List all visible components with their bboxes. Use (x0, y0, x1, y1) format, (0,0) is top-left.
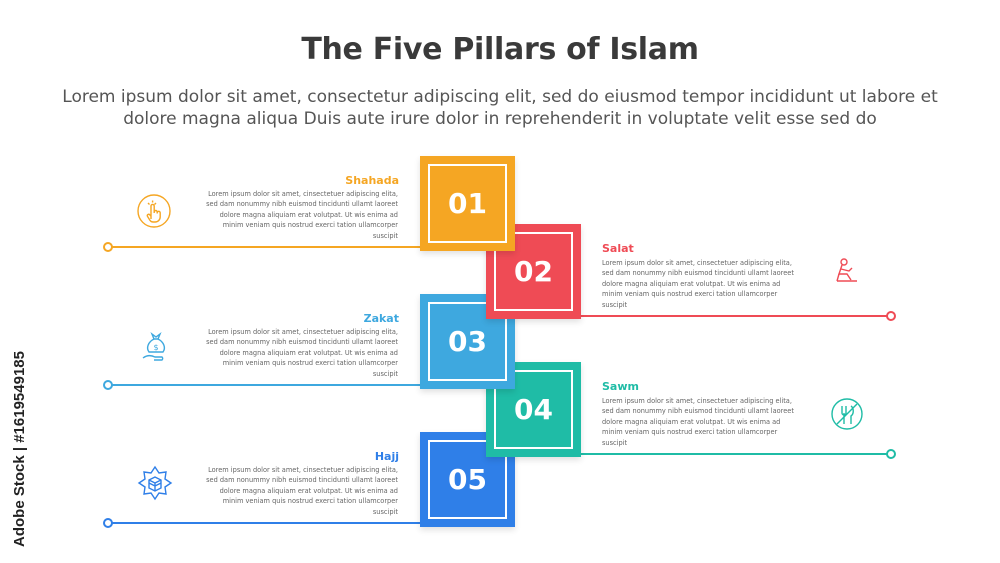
pillar-label-04: Sawm (602, 380, 639, 393)
connector-line-03 (108, 384, 421, 386)
connector-line-05 (108, 522, 421, 524)
pillar-label-02: Salat (602, 242, 634, 255)
pillar-description-04: Lorem ipsum dolor sit amet, cinsectetuer… (602, 397, 794, 447)
pillar-label-01: Shahada (345, 174, 399, 187)
stock-watermark: Adobe Stock | #1619549185 (8, 322, 30, 547)
watermark-text: Adobe Stock | #1619549185 (11, 351, 28, 547)
page-title: The Five Pillars of Islam (301, 32, 699, 67)
pillar-number-01: 01 (448, 187, 487, 220)
page-subtitle: Lorem ipsum dolor sit amet, consectetur … (62, 87, 938, 129)
svg-text:$: $ (153, 343, 158, 352)
connector-line-04 (580, 453, 891, 455)
connector-dot-05 (103, 518, 113, 528)
pillar-box-05: 05 (420, 432, 515, 527)
pillar-box-01: 01 (420, 156, 515, 251)
connector-dot-04 (886, 449, 896, 459)
pillar-box-frame (428, 440, 507, 519)
pillar-description-02: Lorem ipsum dolor sit amet, cinsectetuer… (602, 259, 794, 309)
pillar-number-04: 04 (514, 393, 553, 426)
pillar-box-frame (494, 370, 573, 449)
kaaba-star-icon (137, 465, 173, 501)
pillar-number-05: 05 (448, 463, 487, 496)
connector-dot-02 (886, 311, 896, 321)
pillar-description-05: Lorem ipsum dolor sit amet, cinsectetuer… (206, 466, 398, 516)
no-eating-icon (829, 396, 865, 432)
pillar-label-03: Zakat (363, 312, 399, 325)
pillar-description-03: Lorem ipsum dolor sit amet, cinsectetuer… (206, 328, 398, 378)
pointing-hand-icon (136, 193, 172, 229)
pillar-description-01: Lorem ipsum dolor sit amet, cinsectetuer… (206, 190, 398, 240)
connector-line-02 (580, 315, 891, 317)
charity-money-bag-icon: $ (138, 328, 174, 364)
connector-dot-01 (103, 242, 113, 252)
connector-line-01 (108, 246, 421, 248)
pillar-number-03: 03 (448, 325, 487, 358)
pillar-box-frame (428, 164, 507, 243)
pillar-box-frame (494, 232, 573, 311)
pillar-box-frame (428, 302, 507, 381)
connector-dot-03 (103, 380, 113, 390)
pillar-box-02: 02 (486, 224, 581, 319)
praying-person-icon (829, 254, 865, 290)
pillar-label-05: Hajj (374, 450, 399, 463)
pillar-number-02: 02 (514, 255, 553, 288)
